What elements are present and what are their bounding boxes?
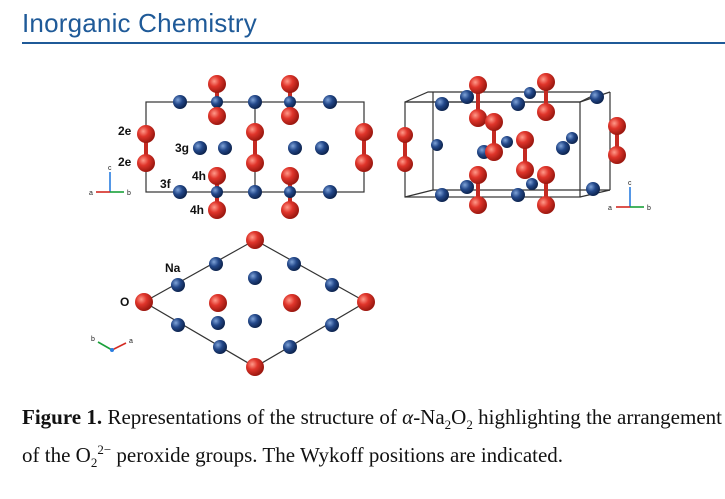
- axis-label-a-right: a: [608, 205, 612, 212]
- o-atoms: [137, 75, 373, 219]
- axis-triad-right: c b a: [608, 180, 651, 212]
- axis-triad-bottom: b a: [91, 336, 133, 352]
- axis-label-c: c: [108, 165, 112, 172]
- panel-side-view: 2e 2e 3g 4h 3f 4h c b a: [89, 75, 373, 219]
- atom-label-na: Na: [165, 261, 181, 275]
- caption-formula-na: -Na: [413, 405, 445, 429]
- header-rule: [22, 42, 725, 44]
- axis-label-a: a: [89, 190, 93, 197]
- caption-text-2: highlighting the arrangement of the O: [22, 405, 722, 468]
- caption-sup-1: 2−: [97, 442, 112, 458]
- caption-text-1: Representations of the structure of: [102, 405, 403, 429]
- caption-alpha: α: [402, 405, 414, 429]
- wyckoff-label-2e-upper: 2e: [118, 124, 132, 138]
- caption-text-3: peroxide groups. The Wykoff positions ar…: [111, 443, 564, 468]
- caption-sub-2: 2: [466, 417, 473, 433]
- atom-label-o: O: [120, 295, 129, 309]
- figure-caption: Figure 1. Representations of the structu…: [22, 405, 722, 475]
- unit-cell-rhombus: [142, 239, 368, 368]
- axis-label-a-bottom: a: [129, 338, 133, 345]
- na-atoms-3d: [431, 87, 604, 202]
- structure-figure: 2e 2e 3g 4h 3f 4h c b a: [89, 73, 651, 376]
- axis-triad-left: c b a: [89, 165, 131, 197]
- caption-formula-o: O: [451, 405, 467, 429]
- na-atoms: [173, 95, 337, 199]
- wyckoff-label-3g: 3g: [175, 141, 189, 155]
- na-atoms-top: [171, 257, 339, 354]
- caption-label: Figure 1.: [22, 405, 103, 429]
- caption-sub-3: 2: [90, 455, 98, 471]
- o-atoms-3d: [397, 73, 626, 214]
- axis-label-b-right: b: [647, 205, 651, 212]
- axis-label-b-bottom: b: [91, 336, 95, 343]
- wyckoff-label-4h-lower: 4h: [190, 203, 204, 217]
- wyckoff-label-4h-upper: 4h: [192, 169, 206, 183]
- axis-label-b: b: [127, 190, 131, 197]
- wyckoff-label-3f: 3f: [160, 177, 172, 191]
- o-atoms-top: [135, 231, 375, 376]
- wyckoff-label-2e-lower: 2e: [118, 155, 132, 169]
- panel-top-view: Na O b a: [91, 231, 375, 376]
- axis-label-c-right: c: [628, 180, 632, 187]
- caption-sub-1: 2: [444, 417, 452, 433]
- panel-perspective-view: c b a: [397, 73, 651, 214]
- journal-header: Inorganic Chemistry: [22, 8, 257, 38]
